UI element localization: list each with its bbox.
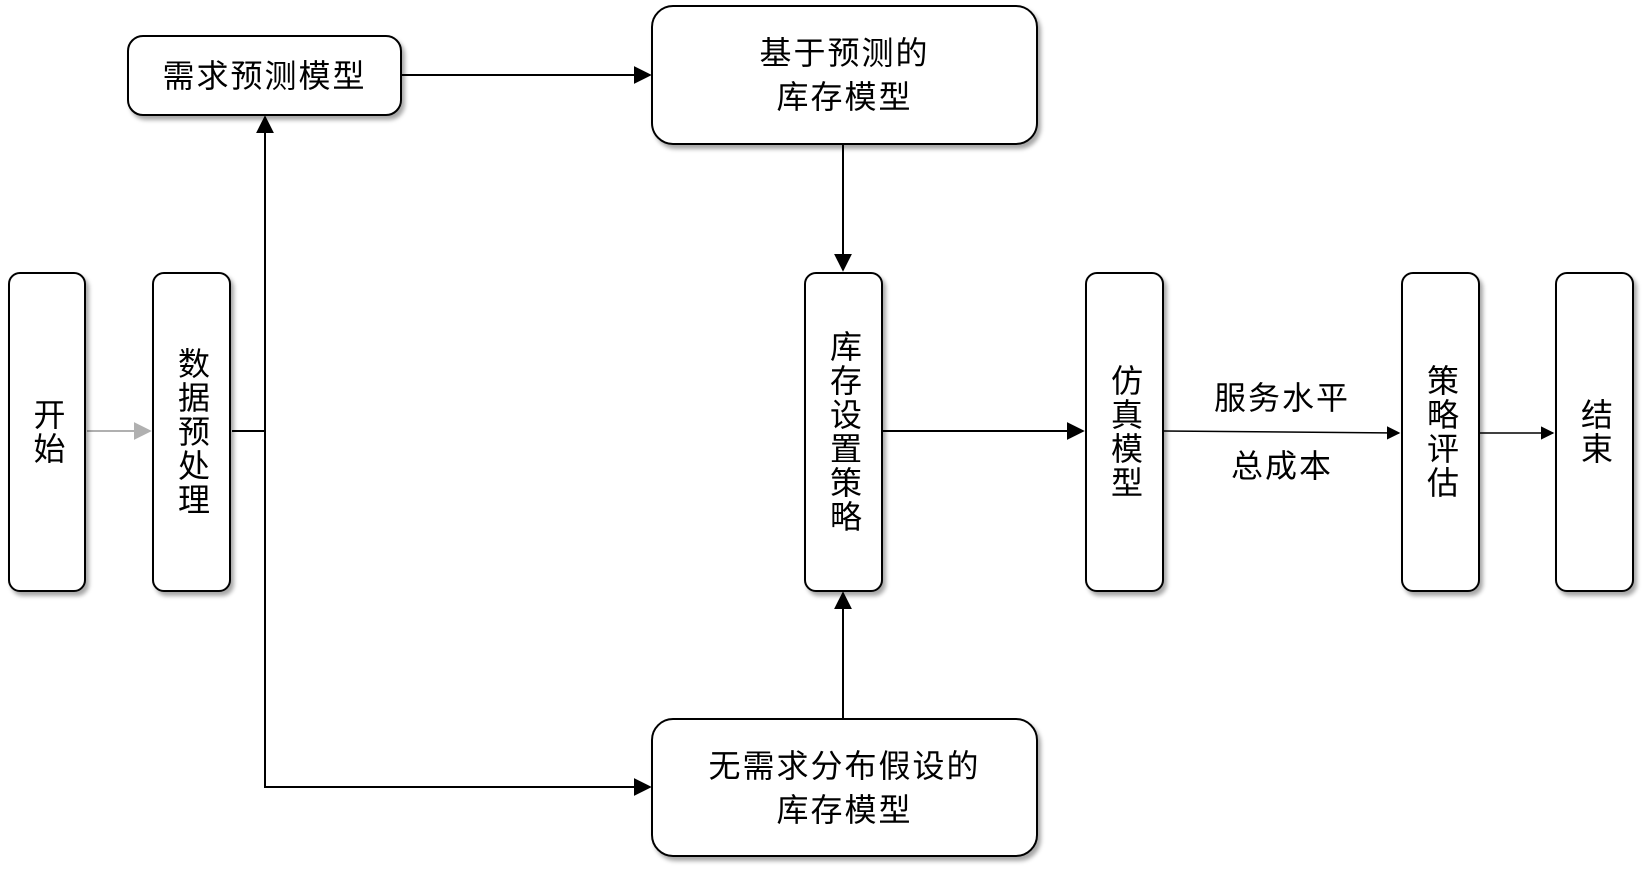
node-forecast-inventory-model-label: 基于预测的 库存模型: [759, 34, 930, 116]
node-start: 开始: [8, 272, 86, 592]
node-demand-forecast-model: 需求预测模型: [127, 35, 402, 116]
edge-simulation-to-evaluation: [1163, 426, 1401, 440]
edge-label-service-level: 服务水平: [1213, 379, 1351, 417]
node-simulation-model-label: 仿真模型: [1106, 364, 1144, 500]
node-policy-evaluation: 策略评估: [1401, 272, 1480, 592]
node-data-preprocessing: 数据预处理: [152, 272, 231, 592]
node-policy-evaluation-label: 策略评估: [1422, 364, 1460, 500]
node-inventory-policy: 库存设置策略: [804, 272, 883, 592]
node-end-label: 结束: [1576, 398, 1614, 466]
node-demand-forecast-model-label: 需求预测模型: [162, 56, 367, 95]
node-end: 结束: [1555, 272, 1634, 592]
node-no-distribution-inventory-model-label: 无需求分布假设的 库存模型: [708, 746, 981, 829]
node-forecast-inventory-model: 基于预测的 库存模型: [651, 5, 1038, 145]
node-inventory-policy-label: 库存设置策略: [825, 330, 863, 534]
node-simulation-model: 仿真模型: [1085, 272, 1164, 592]
node-no-distribution-inventory-model: 无需求分布假设的 库存模型: [651, 718, 1038, 857]
edge-label-total-cost: 总成本: [1230, 447, 1334, 485]
node-start-label: 开始: [28, 398, 67, 466]
node-data-preprocessing-label: 数据预处理: [173, 347, 211, 517]
edge-junction-to-no-distribution-model: [264, 431, 652, 796]
